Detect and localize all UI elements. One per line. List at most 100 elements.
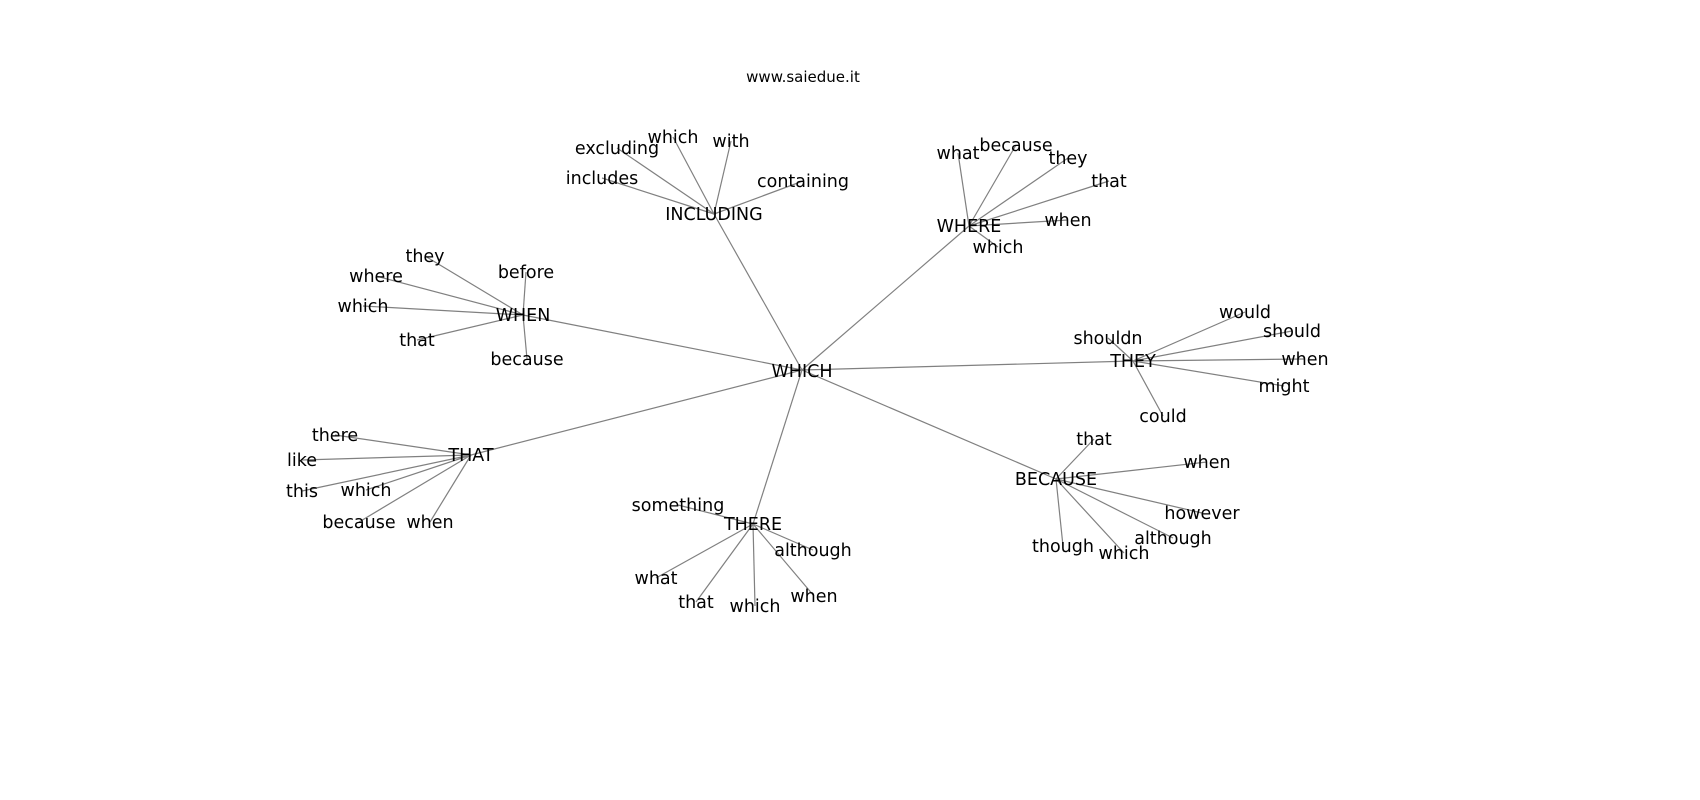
leaf-node-label: should — [1263, 322, 1321, 342]
leaf-node-label: because — [979, 136, 1052, 156]
leaf-node-label: when — [1183, 453, 1230, 473]
leaf-node-label: because — [490, 350, 563, 370]
edge-that-because — [358, 454, 472, 523]
edge-hub-they — [801, 360, 1134, 371]
leaf-node-label: which — [1099, 544, 1150, 564]
edge-when-which — [362, 305, 524, 316]
edge-including-excluding — [616, 147, 715, 215]
edges — [301, 136, 1306, 607]
leaf-node-label: which — [338, 297, 389, 317]
leaf-node-label: something — [632, 496, 725, 516]
edge-where-they — [968, 157, 1069, 227]
leaf-node-label: when — [790, 587, 837, 607]
edge-when-before — [522, 271, 527, 316]
edge-when-where — [375, 275, 524, 316]
edge-there-what — [655, 523, 754, 579]
edge-that-which — [365, 454, 472, 491]
edge-they-could — [1132, 360, 1164, 417]
leaf-node-label: excluding — [575, 139, 659, 159]
leaf-node-label: because — [322, 513, 395, 533]
edge-hub-because — [801, 369, 1057, 480]
edge-because-however — [1055, 478, 1203, 514]
edge-where-because — [968, 144, 1017, 227]
edge-they-when — [1132, 358, 1306, 362]
group-node-label-they: THEY — [1109, 352, 1156, 372]
leaf-node-label: which — [973, 238, 1024, 258]
leaf-node-label: with — [712, 132, 749, 152]
group-node-label-there: THERE — [723, 515, 782, 535]
leaf-node-label: that — [399, 331, 435, 351]
edge-they-would — [1132, 311, 1246, 362]
leaf-node-label: before — [498, 263, 554, 283]
edge-including-containing — [713, 180, 804, 215]
leaf-node-label: what — [937, 144, 980, 164]
edge-they-shouldn — [1107, 337, 1134, 362]
edge-because-that — [1055, 438, 1095, 480]
edge-where-when — [968, 219, 1069, 227]
leaf-node-label: they — [405, 247, 444, 267]
edge-that-when — [429, 454, 472, 523]
edge-because-though — [1055, 478, 1064, 547]
edge-including-includes — [601, 177, 715, 215]
leaf-node-label: this — [286, 482, 318, 502]
leaf-node-label: containing — [757, 172, 849, 192]
group-node-label-because: BECAUSE — [1015, 470, 1097, 490]
leaf-node-label: there — [312, 426, 358, 446]
group-node-label-when: WHEN — [496, 306, 551, 326]
leaf-node-label: that — [1076, 430, 1112, 450]
edge-including-which — [672, 136, 715, 215]
edge-because-although — [1055, 478, 1174, 539]
leaf-node-label: which — [730, 597, 781, 617]
leaf-node-label: when — [1044, 211, 1091, 231]
edge-there-when — [752, 523, 815, 597]
leaf-node-label: they — [1048, 149, 1087, 169]
edge-because-which — [1055, 478, 1125, 554]
edge-hub-including — [713, 213, 803, 371]
leaf-node-label: could — [1139, 407, 1186, 427]
edge-that-like — [301, 454, 472, 461]
edge-there-something — [677, 504, 754, 525]
leaf-node-label: might — [1259, 377, 1310, 397]
leaf-node-label: shouldn — [1073, 329, 1142, 349]
edge-when-they — [424, 255, 524, 316]
edge-when-because — [522, 314, 528, 360]
leaf-node-label: what — [635, 569, 678, 589]
edge-there-that — [695, 523, 754, 603]
edge-hub-that — [470, 369, 803, 456]
leaf-node-label: when — [406, 513, 453, 533]
leaf-node-label: where — [349, 267, 403, 287]
leaf-node-label: however — [1164, 504, 1240, 524]
leaf-node-label: that — [1091, 172, 1127, 192]
edge-that-there — [334, 434, 472, 456]
leaf-node-label: when — [1281, 350, 1328, 370]
group-node-label-that: THAT — [447, 446, 493, 466]
leaf-node-label: though — [1032, 537, 1094, 557]
edge-where-what — [957, 152, 970, 227]
leaf-node-label: like — [287, 451, 317, 471]
leaf-node-label: although — [1134, 529, 1212, 549]
group-node-label-where: WHERE — [937, 217, 1002, 237]
edge-there-which — [752, 523, 756, 607]
hub-node-label: WHICH — [771, 362, 832, 382]
edge-hub-when — [522, 314, 803, 371]
edge-where-which — [968, 225, 999, 248]
edge-they-should — [1132, 330, 1293, 362]
leaf-node-label: would — [1219, 303, 1271, 323]
edge-that-this — [301, 454, 472, 492]
group-node-label-including: INCLUDING — [665, 205, 762, 225]
leaf-node-label: includes — [566, 169, 639, 189]
leaf-node-label: which — [648, 128, 699, 148]
leaf-node-label: although — [774, 541, 852, 561]
edge-when-that — [416, 314, 524, 341]
edge-including-with — [713, 140, 732, 215]
edge-hub-there — [752, 369, 803, 525]
site-title: www.saiedue.it — [746, 68, 860, 86]
leaf-node-label: which — [341, 481, 392, 501]
edge-where-that — [968, 180, 1110, 227]
edge-there-although — [752, 523, 814, 551]
edge-because-when — [1055, 461, 1208, 480]
leaf-node-label: that — [678, 593, 714, 613]
edge-hub-where — [801, 225, 970, 371]
